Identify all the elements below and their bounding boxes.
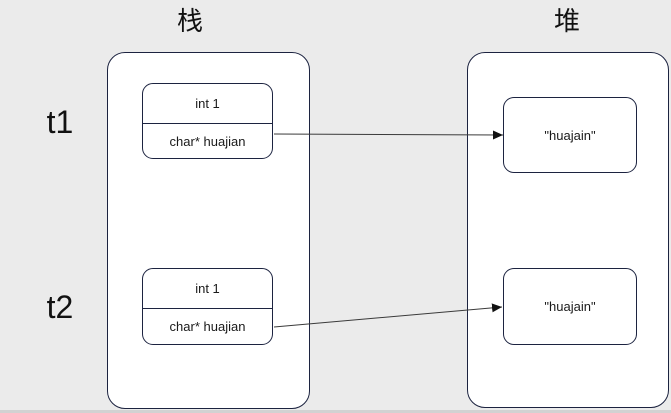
frame-row-int: int 1 <box>143 269 272 309</box>
frame-row-int: int 1 <box>143 84 272 124</box>
heap-object-2: "huajain" <box>503 268 637 345</box>
thread-label-t2: t2 <box>46 289 74 325</box>
stack-panel-title: 栈 <box>176 6 203 36</box>
frame-row-pointer: char* huajian <box>169 133 246 149</box>
stack-frame-t1: int 1 char* huajian <box>142 83 273 159</box>
frame-row-pointer: char* huajian <box>169 319 246 334</box>
heap-panel-title: 堆 <box>553 6 580 36</box>
thread-label-t1: t1 <box>46 104 74 140</box>
stack-frame-t2: int 1 char* huajian <box>142 268 273 345</box>
window-bottom-edge <box>0 410 671 413</box>
heap-object-1: "huajain" <box>503 97 637 173</box>
